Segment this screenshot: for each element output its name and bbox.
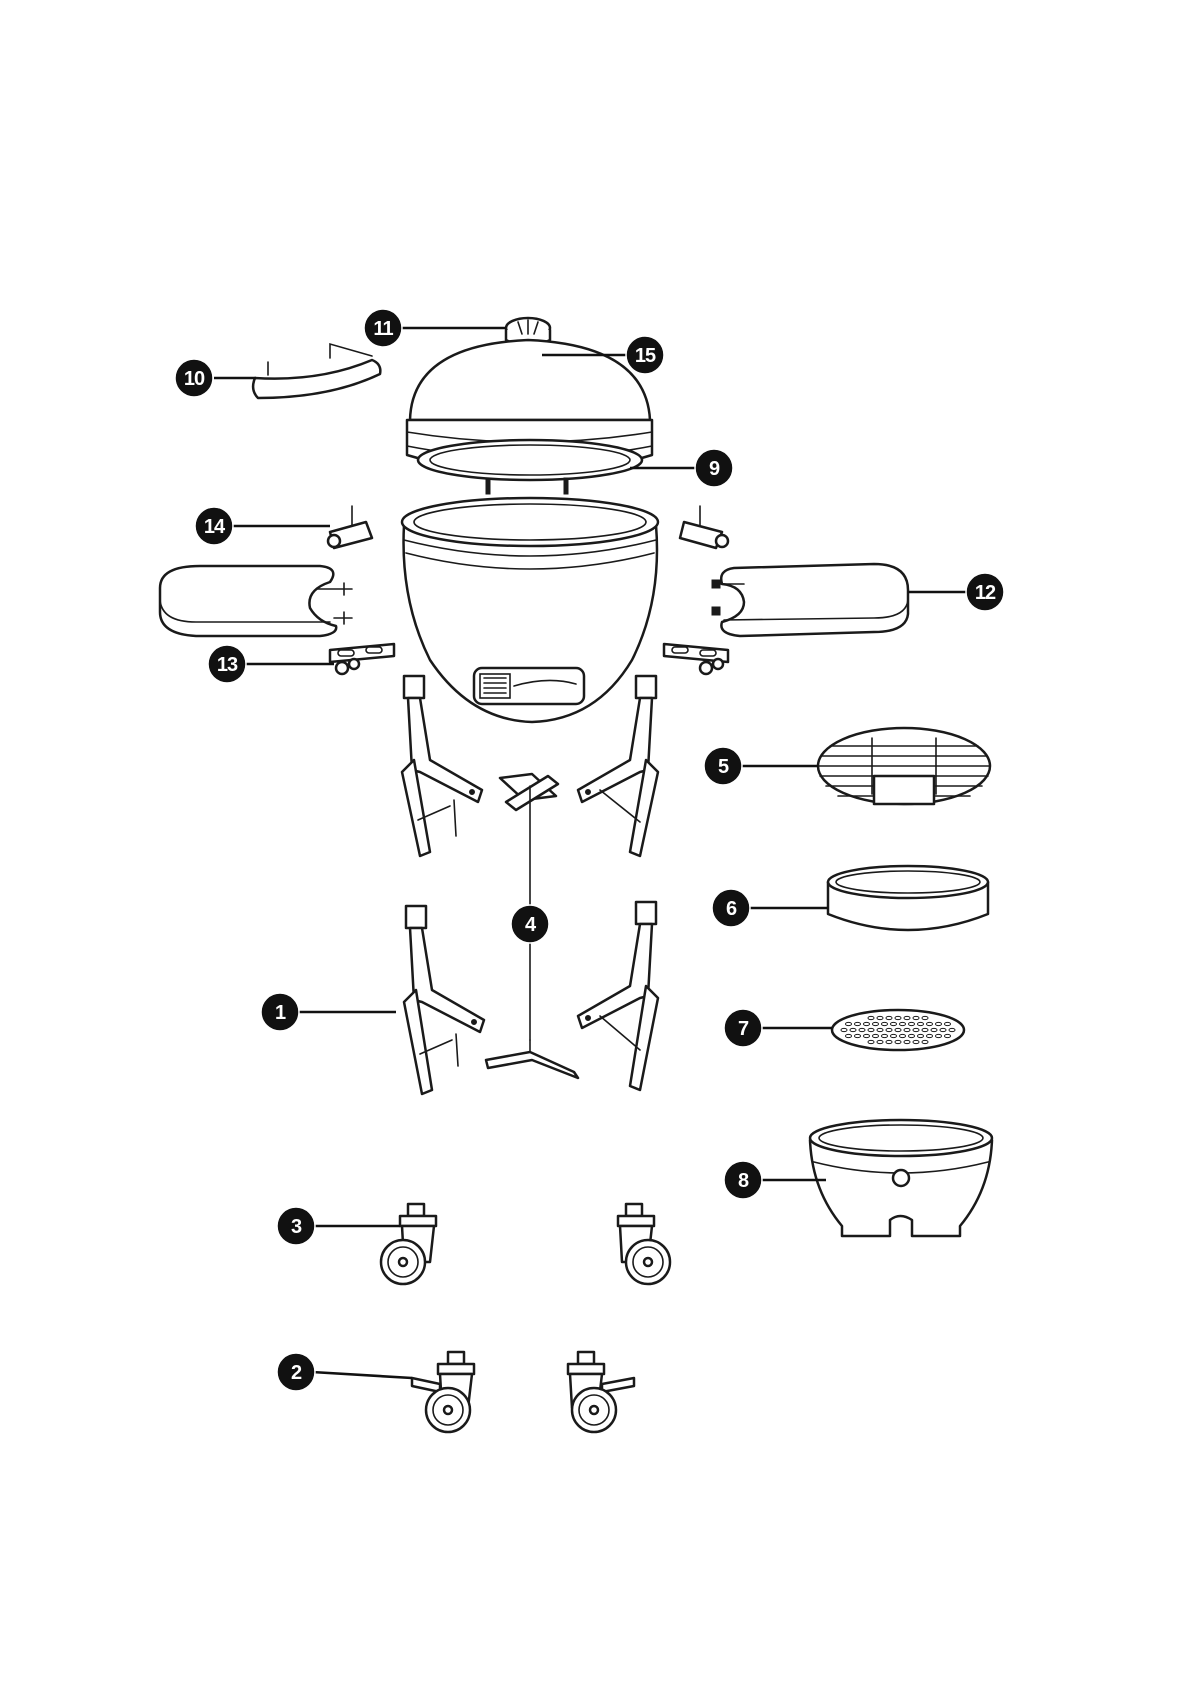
grate-hole — [936, 1022, 942, 1025]
callout-label: 3 — [291, 1216, 302, 1238]
grate-hole — [904, 1028, 910, 1031]
callout-label: 8 — [738, 1170, 749, 1192]
grate-hole — [922, 1016, 928, 1019]
grate-hole — [913, 1016, 919, 1019]
callout-label: 13 — [217, 654, 238, 676]
grate-hole — [913, 1040, 919, 1043]
grate-hole — [841, 1028, 847, 1031]
charcoal-grate-part — [832, 1010, 964, 1050]
grate-hole — [927, 1034, 933, 1037]
callout-1: 1 — [261, 993, 299, 1031]
braked-caster-wheel-part — [412, 1352, 634, 1432]
callout-3: 3 — [277, 1207, 315, 1245]
callout-8: 8 — [724, 1161, 762, 1199]
grate-hole — [918, 1022, 924, 1025]
grate-hole — [873, 1034, 879, 1037]
callout-14: 14 — [195, 507, 233, 545]
handle-part — [253, 344, 380, 398]
grate-hole — [886, 1028, 892, 1031]
grate-hole — [922, 1040, 928, 1043]
grate-hole — [900, 1034, 906, 1037]
grate-hole — [936, 1034, 942, 1037]
callout-label: 11 — [373, 318, 393, 340]
callout-15: 15 — [626, 336, 664, 374]
grate-hole — [940, 1028, 946, 1031]
fire-ring-part — [828, 866, 988, 930]
callout-label: 12 — [975, 582, 996, 604]
grate-hole — [922, 1028, 928, 1031]
ceramic-body-part — [402, 498, 658, 722]
grate-hole — [868, 1040, 874, 1043]
grate-hole — [877, 1016, 883, 1019]
grate-hole — [945, 1034, 951, 1037]
grate-hole — [882, 1022, 888, 1025]
grate-hole — [846, 1022, 852, 1025]
grate-hole — [877, 1040, 883, 1043]
callout-label: 6 — [726, 898, 737, 920]
callout-5: 5 — [704, 747, 742, 785]
grate-hole — [904, 1040, 910, 1043]
grate-hole — [864, 1022, 870, 1025]
grate-hole — [913, 1028, 919, 1031]
cooking-grate-part — [818, 728, 990, 804]
grate-hole — [895, 1016, 901, 1019]
grate-hole — [855, 1022, 861, 1025]
callout-7: 7 — [724, 1009, 762, 1047]
callout-13: 13 — [208, 645, 246, 683]
callout-label: 2 — [291, 1362, 302, 1384]
grate-hole — [900, 1022, 906, 1025]
dome-lid-part — [407, 340, 652, 494]
leader-2 — [312, 1372, 412, 1378]
callout-label: 9 — [709, 458, 720, 480]
caster-wheel-part — [381, 1204, 670, 1284]
callout-2: 2 — [277, 1353, 315, 1391]
grate-hole — [891, 1034, 897, 1037]
callout-label: 14 — [204, 516, 226, 538]
grate-hole — [891, 1022, 897, 1025]
grate-hole — [918, 1034, 924, 1037]
callout-11: 11 — [364, 309, 402, 347]
grate-hole — [895, 1040, 901, 1043]
grate-hole — [868, 1028, 874, 1031]
firebox-part — [810, 1120, 992, 1236]
grate-hole — [859, 1028, 865, 1031]
grate-hole — [886, 1040, 892, 1043]
grate-hole — [873, 1022, 879, 1025]
grate-hole — [909, 1034, 915, 1037]
grate-hole — [868, 1016, 874, 1019]
callout-12: 12 — [966, 573, 1004, 611]
grate-hole — [931, 1028, 937, 1031]
callout-label: 5 — [718, 756, 729, 778]
callout-label: 7 — [738, 1018, 749, 1040]
callout-9: 9 — [695, 449, 733, 487]
grate-hole — [877, 1028, 883, 1031]
grate-hole — [895, 1028, 901, 1031]
grate-hole — [949, 1028, 955, 1031]
callout-label: 1 — [275, 1002, 286, 1024]
callout-10: 10 — [175, 359, 213, 397]
grate-hole — [864, 1034, 870, 1037]
grate-hole — [850, 1028, 856, 1031]
callout-label: 15 — [635, 345, 656, 367]
callout-4: 4 — [511, 905, 549, 943]
grate-hole — [886, 1016, 892, 1019]
grate-hole — [882, 1034, 888, 1037]
grate-hole — [945, 1022, 951, 1025]
grate-hole — [846, 1034, 852, 1037]
callout-label: 10 — [184, 368, 205, 390]
grate-hole — [904, 1016, 910, 1019]
grate-hole — [927, 1022, 933, 1025]
callout-6: 6 — [712, 889, 750, 927]
grate-hole — [909, 1022, 915, 1025]
grate-hole — [855, 1034, 861, 1037]
